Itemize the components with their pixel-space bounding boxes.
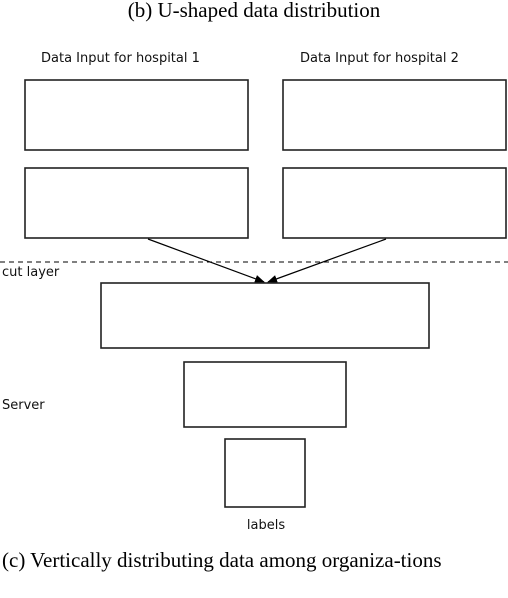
server-label: Server [2, 398, 45, 413]
hospital-2-input-box [282, 79, 507, 151]
hospital-2-layer-box [282, 167, 507, 239]
cut-layer-label: cut layer [2, 265, 60, 280]
labels-label: labels [247, 518, 285, 533]
hospital-1-layer-box [24, 167, 249, 239]
top-caption: (b) U-shaped data distribution [127, 0, 381, 22]
hospital-1-arrow [147, 238, 265, 283]
hospital-1-label: Data Input for hospital 1 [41, 51, 200, 66]
hospital-2-label: Data Input for hospital 2 [300, 51, 459, 66]
server-layer-1-box [100, 282, 430, 349]
server-layer-2-box [183, 361, 347, 428]
hospital-1-input-box [24, 79, 249, 151]
hospital-2-arrow [267, 238, 387, 283]
labels-box [224, 438, 306, 508]
bottom-caption: (c) Vertically distributing data among o… [2, 548, 442, 572]
